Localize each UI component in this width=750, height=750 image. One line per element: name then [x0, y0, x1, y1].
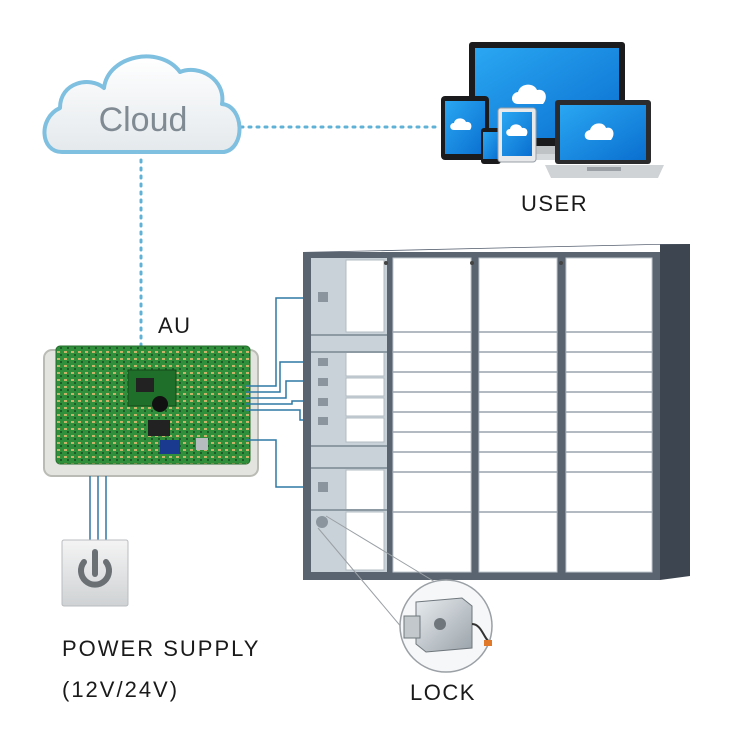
controller-label: AU [158, 313, 192, 338]
cloud-icon: Cloud [42, 54, 242, 154]
power-supply-label: POWER SUPPLY [62, 636, 261, 661]
lock-label: LOCK [410, 680, 476, 705]
power-voltage-label: (12V/24V) [62, 677, 180, 702]
network-links [139, 125, 442, 347]
controller-board-icon [43, 345, 259, 477]
locker-cabinet [303, 244, 690, 580]
power-button-icon [61, 539, 129, 607]
cloud-label: Cloud [99, 101, 188, 139]
lock-icon [403, 597, 492, 653]
user-label: USER [521, 191, 589, 216]
user-devices-icon [441, 42, 664, 178]
